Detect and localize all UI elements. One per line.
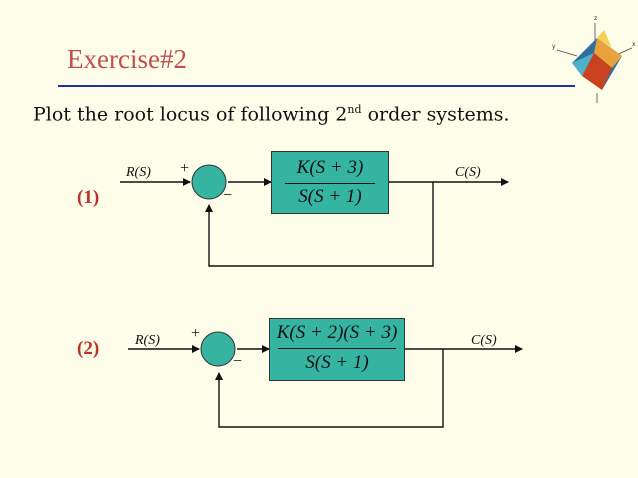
title-underline xyxy=(58,85,575,87)
system2-numerator: K(S + 2)(S + 3) xyxy=(276,322,398,343)
slide-title: Exercise#2 xyxy=(67,44,187,74)
svg-text:z: z xyxy=(594,15,597,22)
system1-fraction-bar xyxy=(285,183,375,184)
system2-wires xyxy=(128,345,523,428)
system2-plus-sign: + xyxy=(191,325,201,342)
system1-input-label: R(S) xyxy=(126,165,151,180)
subtitle-main: Plot the root locus of following 2 xyxy=(33,103,348,126)
system1-label: (1) xyxy=(77,187,100,208)
system2-transfer-function-block: K(S + 2)(S + 3) S(S + 1) xyxy=(269,318,405,381)
svg-text:x: x xyxy=(632,41,636,48)
subtitle-superscript: nd xyxy=(347,103,362,116)
system1-numerator: K(S + 3) xyxy=(296,157,364,178)
system1-transfer-function-block: K(S + 3) S(S + 1) xyxy=(271,151,389,214)
system1-plus-sign: + xyxy=(180,160,190,177)
system1-denominator: S(S + 1) xyxy=(298,186,362,207)
slide-subtitle: Plot the root locus of following 2nd ord… xyxy=(33,103,510,125)
system2-input-label: R(S) xyxy=(135,333,160,348)
subtitle-end: order systems. xyxy=(361,103,510,126)
system2-summing-junction xyxy=(200,331,236,367)
system1-output-label: C(S) xyxy=(455,165,481,180)
system2-fraction-bar xyxy=(278,348,396,349)
system1-summing-junction xyxy=(191,164,227,200)
system2-label: (2) xyxy=(77,338,100,359)
system2-output-label: C(S) xyxy=(471,333,497,348)
system2-minus-sign: − xyxy=(233,353,243,370)
matlab-peaks-logo-icon: z y x xyxy=(552,15,636,103)
svg-text:y: y xyxy=(552,43,556,50)
system2-denominator: S(S + 1) xyxy=(305,352,369,373)
system1-minus-sign: − xyxy=(223,187,233,204)
system1-wires xyxy=(120,178,509,267)
